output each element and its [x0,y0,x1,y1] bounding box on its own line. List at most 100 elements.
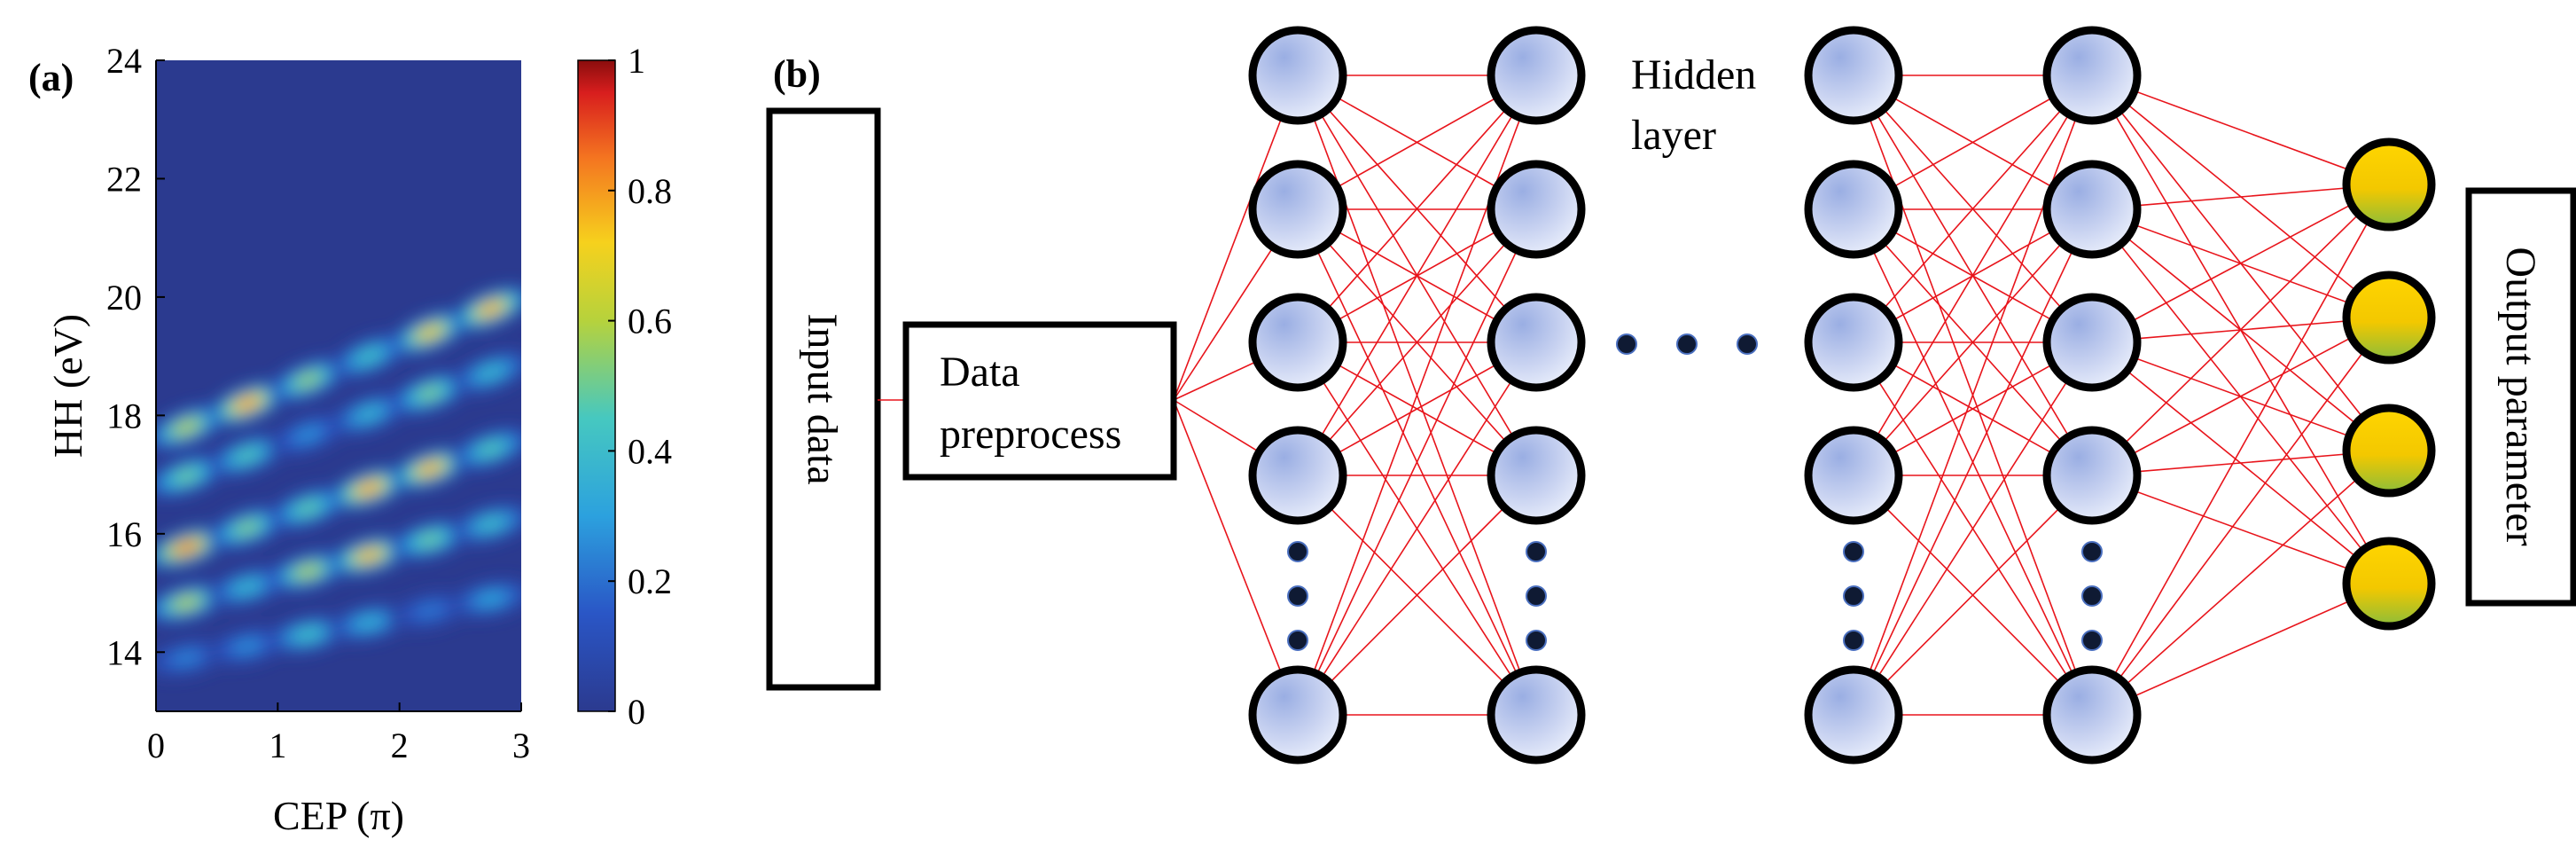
heatmap-blob [299,374,317,385]
heatmap-bands [156,286,521,678]
heatmap-blob [177,471,196,482]
x-tick-label: 1 [269,726,286,765]
ellipsis-dot [1287,585,1308,607]
input-data-box [766,107,881,691]
layer-connection [1853,208,2093,476]
y-tick-label: 22 [106,159,142,199]
x-axis-ticks: 0 1 2 3 [147,702,530,765]
y-tick-label: 24 [106,41,142,81]
panel-b-label: (b) [773,52,821,96]
y-tick-label: 16 [106,514,142,554]
colorbar-tick-label: 1 [628,41,645,81]
layer-connection [1853,341,2093,716]
network-connections [1173,75,2390,716]
layer-connection [1297,341,1537,716]
colorbar-tick-label: 0.6 [628,302,672,341]
ellipsis-dot [1616,333,1637,355]
heatmap-blob [421,464,439,474]
hidden-to-output-connection [2091,184,2390,210]
heatmap-blob [360,351,379,362]
heatmap-blob [238,582,257,592]
hidden-node [2042,160,2142,259]
hidden-node [1248,426,1347,525]
hidden-node [2042,26,2142,125]
output-node [2342,271,2436,365]
preprocess-box [902,321,1177,481]
heatmap-blob [299,567,317,576]
colorbar: 00.20.40.60.81 [577,41,672,732]
hidden-to-output-connection [2091,475,2390,584]
layer-connection [1297,75,1537,476]
colorbar-tick-label: 0 [628,692,645,732]
heatmap-blob [481,519,500,529]
hidden-node [1487,293,1586,392]
heatmap-blob [421,388,439,398]
x-tick-label: 2 [391,726,409,765]
ellipsis-dots [1287,333,2103,651]
heatmap-blob [360,409,379,419]
hidden-layer-label-line2: layer [1631,112,1716,159]
y-tick-label: 20 [106,278,142,318]
hidden-node [1487,160,1586,259]
heatmap-blob [481,367,500,378]
hidden-to-output-connection [2091,184,2390,476]
heatmap-blob [481,303,500,314]
ellipsis-dot [1526,585,1547,607]
y-tick-label: 18 [106,396,142,435]
hidden-node [1487,426,1586,525]
heatmap-blob [177,598,196,608]
ellipsis-dot [1287,630,1308,651]
preprocess-to-layer1-connection [1173,399,1299,716]
heatmap-blob [238,398,256,409]
ellipsis-dot [1843,541,1864,562]
ellipsis-dot [1676,333,1698,355]
output-parameter-box [2465,187,2576,607]
hidden-node [2042,293,2142,392]
layer-connection [1297,475,1537,716]
heatmap-blob [177,543,196,553]
heatmap-blob [360,551,379,561]
colorbar-tick-label: 0.2 [628,561,672,601]
ellipsis-dot [1843,585,1864,607]
hidden-to-output-connection [2091,450,2390,716]
panel-a-label: (a) [28,56,74,99]
heatmap-blob [481,594,500,603]
ellipsis-dot [2081,585,2103,607]
layer-connection [1297,208,1537,476]
colorbar-ticks: 00.20.40.60.81 [608,41,672,732]
heatmap-blob [360,483,379,493]
heatmap-blob [299,630,317,639]
hidden-node [1804,293,1903,392]
hidden-node [1804,426,1903,525]
hidden-node [1248,26,1347,125]
output-node [2342,537,2436,631]
output-node [2342,404,2436,498]
panel-a-axes [155,60,521,712]
hidden-layer-label-line1: Hidden [1631,51,1756,98]
preprocess-to-layer1-connection [1173,75,1299,401]
hidden-node [1487,26,1586,125]
hidden-node [1248,293,1347,392]
heatmap-blob [421,327,439,338]
heatmap-blob [481,444,500,454]
x-tick-label: 0 [147,726,165,765]
preprocess-label-line1: Data [940,349,1020,396]
heatmap-blob [238,451,256,460]
hidden-node [1804,665,1903,765]
hidden-to-output-connection [2091,184,2390,343]
layer-connection [1853,475,2093,716]
x-tick-label: 3 [512,726,530,765]
layer-connection [1297,75,1537,343]
layer-connection [1853,208,2093,716]
ellipsis-dot [1287,541,1308,562]
preprocess-label-line2: preprocess [940,411,1121,458]
heatmap-blob [420,535,440,545]
heatmap-blob [360,618,379,627]
hidden-to-output-connection [2091,75,2390,185]
hidden-node [1804,26,1903,125]
hidden-to-output-connection [2091,317,2390,476]
layer-connection [1853,75,2093,476]
heatmap-blob [177,654,196,663]
input-data-label: Input data [799,313,846,484]
